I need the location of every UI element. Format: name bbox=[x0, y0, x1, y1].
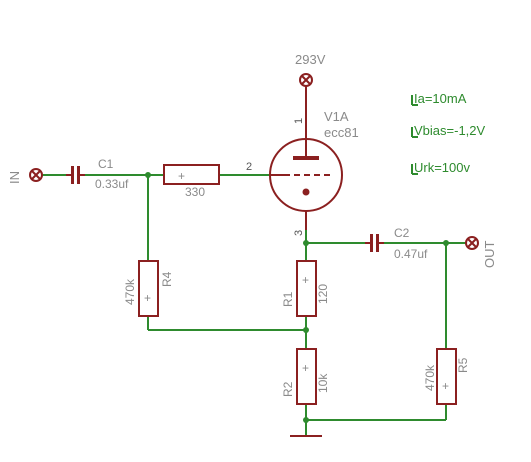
c1-value: 0.33uf bbox=[95, 177, 129, 191]
resistor-grid-value: 330 bbox=[185, 185, 205, 199]
r5-value: 470k bbox=[423, 364, 437, 391]
r1-body bbox=[296, 260, 317, 317]
c2-plate bbox=[376, 234, 379, 252]
r1-mark: + bbox=[302, 273, 309, 287]
junction-dot bbox=[303, 417, 309, 423]
resistor-grid-mark: + bbox=[178, 169, 185, 183]
r2-body bbox=[296, 348, 317, 405]
annotation-ia-text: Ia=10mA bbox=[414, 91, 467, 106]
tube-name: V1A bbox=[324, 109, 349, 124]
resistor-r5[interactable]: + bbox=[436, 348, 457, 405]
tube-cathode-dot bbox=[302, 188, 310, 196]
r1-value: 120 bbox=[316, 284, 330, 304]
resistor-r2[interactable]: + bbox=[296, 348, 317, 405]
r5-mark: + bbox=[442, 379, 449, 393]
c2-plate bbox=[370, 234, 373, 252]
capacitor-c1[interactable] bbox=[66, 166, 85, 184]
pin-plate: 1 bbox=[293, 118, 305, 124]
c2-value: 0.47uf bbox=[394, 247, 428, 261]
r4-body bbox=[138, 260, 159, 317]
r2-mark: + bbox=[302, 361, 309, 375]
junction-dot bbox=[145, 172, 151, 178]
resistor-r4[interactable]: + bbox=[138, 260, 159, 317]
annotation-ia: Ia=10mA bbox=[411, 91, 467, 106]
pin-grid: 2 bbox=[246, 161, 252, 173]
r1-name: R1 bbox=[281, 291, 295, 307]
out-terminal-icon bbox=[465, 236, 479, 250]
supply-terminal[interactable] bbox=[299, 73, 313, 87]
c1-plate bbox=[71, 166, 74, 184]
annotation-urk: Urk=100v bbox=[411, 160, 470, 175]
r2-value: 10k bbox=[316, 373, 330, 393]
c1-plate bbox=[77, 166, 80, 184]
in-label: IN bbox=[7, 171, 22, 184]
r4-mark: + bbox=[144, 291, 151, 305]
tube-type: ecc81 bbox=[324, 125, 359, 140]
resistor-grid[interactable]: + bbox=[163, 164, 220, 185]
tube-plate bbox=[293, 156, 319, 160]
r4-name: R4 bbox=[160, 271, 174, 287]
pin-cathode: 3 bbox=[293, 230, 305, 236]
capacitor-c2[interactable] bbox=[365, 234, 384, 252]
wires bbox=[42, 174, 466, 436]
out-connector[interactable] bbox=[465, 236, 479, 250]
triode-v1a[interactable] bbox=[269, 130, 343, 230]
junction-dot bbox=[303, 327, 309, 333]
r5-body bbox=[436, 348, 457, 405]
in-connector[interactable] bbox=[29, 168, 43, 182]
r5-name: R5 bbox=[456, 357, 470, 373]
c1-name: C1 bbox=[98, 157, 114, 171]
out-terminal-cross bbox=[467, 238, 477, 248]
resistor-grid-body bbox=[163, 164, 220, 185]
annotation-vbias-text: Vbias=-1,2V bbox=[414, 123, 486, 138]
c2-name: C2 bbox=[394, 226, 410, 240]
in-terminal-cross bbox=[31, 170, 41, 180]
junction-dot bbox=[303, 240, 309, 246]
supply-terminal-cross bbox=[301, 75, 311, 85]
r2-name: R2 bbox=[281, 381, 295, 397]
resistor-r1[interactable]: + bbox=[296, 260, 317, 317]
annotation-urk-text: Urk=100v bbox=[414, 160, 470, 175]
supply-terminal-icon bbox=[299, 73, 313, 87]
annotation-vbias: Vbias=-1,2V bbox=[411, 123, 486, 138]
supply-voltage: 293V bbox=[295, 52, 326, 67]
out-label: OUT bbox=[482, 241, 497, 269]
junction-dot bbox=[443, 240, 449, 246]
r4-value: 470k bbox=[123, 278, 137, 305]
in-terminal-icon bbox=[29, 168, 43, 182]
